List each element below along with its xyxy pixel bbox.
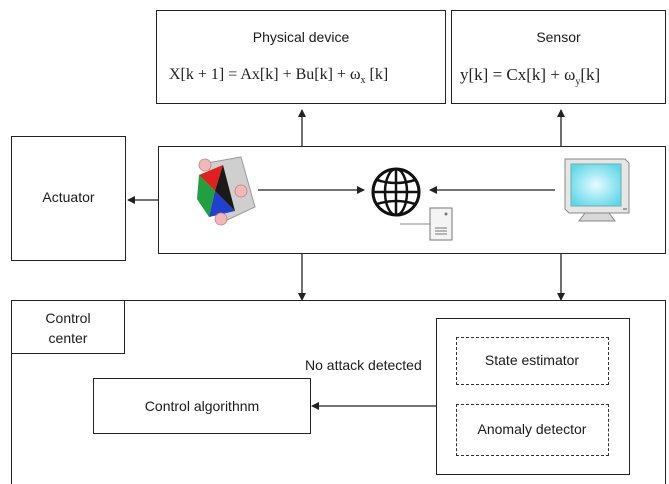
control-algorithm-label: Control algorithnm (144, 398, 260, 414)
physical-device-equation-tail: [k] (365, 66, 389, 83)
physical-device-box: Physical device X[k + 1] = Ax[k] + Bu[k]… (156, 10, 446, 104)
server-icon (400, 207, 453, 241)
anomaly-detector-label: Anomaly detector (477, 421, 587, 437)
control-center-title-line2: center (48, 330, 88, 346)
globe-network-icon (371, 167, 421, 217)
state-estimator-box: State estimator (456, 337, 609, 385)
industrial-plant-icon (197, 156, 256, 226)
control-center-title-box: Control center (11, 300, 125, 354)
actuator-box: Actuator (11, 136, 126, 261)
detection-module-box: State estimator Anomaly detector (436, 318, 630, 475)
physical-device-equation: X[k + 1] = Ax[k] + Bu[k] + ωx [k] (169, 66, 388, 86)
control-algorithm-box: Control algorithnm (93, 378, 311, 434)
physical-device-equation-sub: x (360, 75, 366, 87)
sensor-equation-sub: y (575, 76, 581, 88)
physical-device-equation-main: X[k + 1] = Ax[k] + Bu[k] + ω (169, 66, 361, 83)
actuator-title: Actuator (42, 189, 95, 205)
control-center-box (11, 300, 666, 484)
anomaly-detector-box: Anomaly detector (456, 404, 609, 456)
sensor-equation: y[k] = Cx[k] + ωy[k] (460, 65, 600, 87)
no-attack-detected-label: No attack detected (305, 357, 422, 373)
physical-device-title: Physical device (252, 29, 350, 45)
sensor-equation-tail: [k] (580, 65, 601, 84)
sensor-title: Sensor (536, 29, 581, 45)
control-center-title-line1: Control (45, 310, 91, 326)
sensor-equation-main: y[k] = Cx[k] + ω (460, 65, 576, 84)
network-box (158, 146, 666, 254)
monitor-icon (564, 158, 630, 222)
sensor-box: Sensor y[k] = Cx[k] + ωy[k] (451, 10, 666, 104)
state-estimator-label: State estimator (484, 352, 580, 368)
